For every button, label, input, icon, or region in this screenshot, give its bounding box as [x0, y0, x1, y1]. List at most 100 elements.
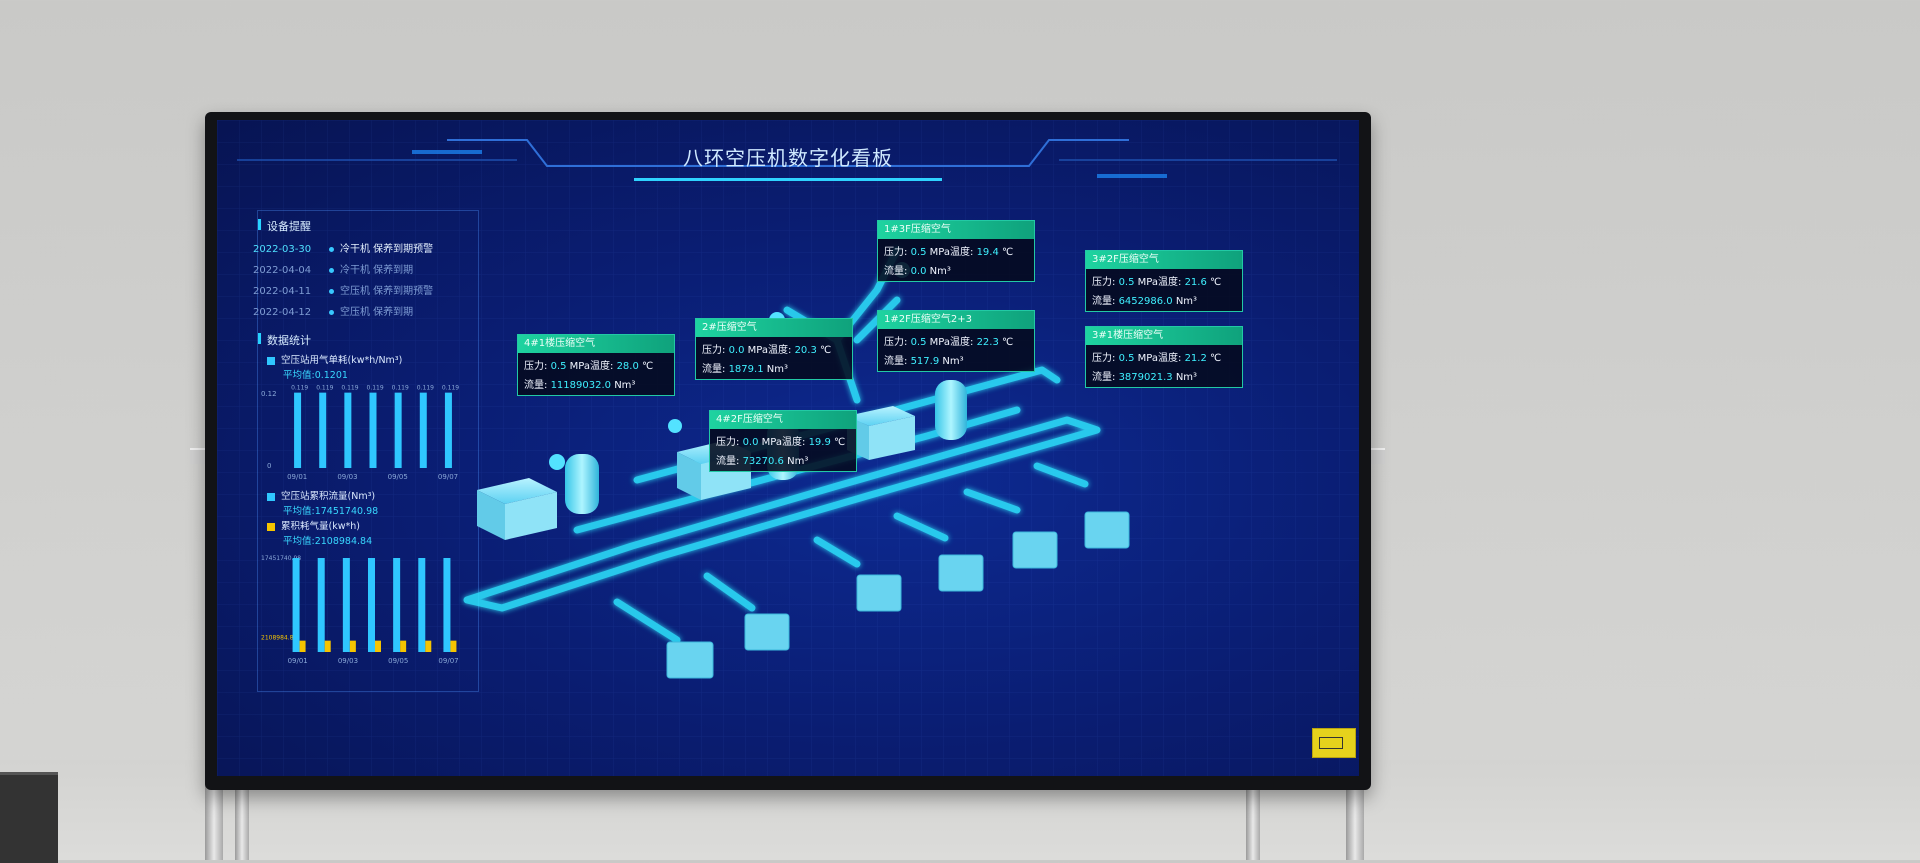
gauge-pressure-temp: 压力: 0.0 MPa温度: 19.9 ℃ [716, 437, 846, 448]
bar [294, 392, 302, 468]
gauge-flow: 流量: 73270.6 Nm³ [716, 456, 809, 467]
data-label: 0.119 [417, 385, 434, 392]
bar [450, 640, 457, 652]
consumption-avg: 平均值:0.1201 [283, 370, 348, 381]
energy-avg: 平均值:2108984.84 [283, 536, 373, 547]
reminder-item[interactable]: 2022-04-12 空压机 保养到期 [253, 303, 413, 318]
data-label: 0.119 [341, 385, 358, 392]
gauge-flow: 流量: 1879.1 Nm³ [702, 364, 788, 375]
gauge-3-1f[interactable]: 3#1楼压缩空气 压力: 0.5 MPa温度: 21.2 ℃ 流量: 38790… [1085, 326, 1243, 388]
consumption-label: 空压站用气单耗(kw*h/Nm³) [267, 352, 402, 366]
x-tick-label: 09/07 [438, 657, 458, 665]
x-tick-label: 09/01 [287, 473, 307, 481]
y-tick-label: 17451740.98 [261, 555, 301, 562]
data-label: 0.119 [392, 385, 409, 392]
dashboard-screen: 八环空压机数字化看板 设备提醒 2022-03-30 冷干机 保养到期预警 202… [217, 120, 1359, 776]
stand-post-right-2 [1246, 780, 1260, 860]
bar [317, 558, 325, 652]
data-label: 0.119 [367, 385, 384, 392]
reminder-date: 2022-04-11 [253, 286, 312, 297]
desk-monitor [0, 772, 58, 863]
bar [425, 640, 432, 652]
reminder-date: 2022-03-30 [253, 244, 312, 255]
bar [368, 558, 375, 652]
bar [418, 558, 426, 652]
bar [393, 558, 401, 652]
gauge-title: 3#2F压缩空气 [1086, 251, 1242, 269]
bar [443, 558, 451, 652]
legend-cyan [267, 492, 275, 501]
reminder-text: 冷干机 保养到期预警 [340, 244, 434, 255]
gauge-title: 1#2F压缩空气2+3 [878, 311, 1034, 329]
dashboard-title: 八环空压机数字化看板 [683, 146, 893, 170]
data-label: 0.119 [316, 385, 333, 392]
flow-label: 空压站累积流量(Nm³) [267, 488, 375, 502]
reminder-text: 空压机 保养到期 [340, 307, 414, 318]
bar [444, 392, 452, 468]
gauge-flow: 流量: 6452986.0 Nm³ [1092, 296, 1198, 307]
reminders-title: 设备提醒 [258, 219, 311, 233]
reminder-item[interactable]: 2022-04-04 冷干机 保养到期 [253, 261, 413, 276]
gauge-1-2f[interactable]: 1#2F压缩空气2+3 压力: 0.5 MPa温度: 22.3 ℃ 流量: 51… [877, 310, 1035, 372]
reminder-date: 2022-04-12 [253, 307, 312, 318]
timeline-dot [329, 267, 334, 273]
x-tick-label: 09/03 [337, 473, 357, 481]
data-label: 0.119 [442, 385, 459, 392]
x-tick-label: 09/01 [288, 657, 308, 665]
gauge-3-2f[interactable]: 3#2F压缩空气 压力: 0.5 MPa温度: 21.6 ℃ 流量: 64529… [1085, 250, 1243, 312]
gauge-4-1f[interactable]: 4#1楼压缩空气 压力: 0.5 MPa温度: 28.0 ℃ 流量: 11189… [517, 334, 675, 396]
bar [349, 640, 356, 652]
gauge-flow: 流量: 11189032.0 Nm³ [524, 380, 636, 391]
gauge-1-3f[interactable]: 1#3F压缩空气 压力: 0.5 MPa温度: 19.4 ℃ 流量: 0.0 N… [877, 220, 1035, 282]
gauge-flow: 流量: 517.9 Nm³ [884, 356, 964, 367]
compressor-unit [847, 406, 915, 460]
y-tick-label: 0.12 [261, 390, 277, 398]
bar [375, 640, 381, 652]
compressor-unit [477, 478, 557, 540]
gauge-pressure-temp: 压力: 0.5 MPa温度: 21.2 ℃ [1092, 353, 1222, 364]
bar [394, 392, 402, 468]
gauge-title: 4#2F压缩空气 [710, 411, 856, 429]
gauge-pressure-temp: 压力: 0.0 MPa温度: 20.3 ℃ [702, 345, 832, 356]
y-tick-label: 0 [267, 462, 271, 470]
gauge-pressure-temp: 压力: 0.5 MPa温度: 28.0 ℃ [524, 361, 654, 372]
reminder-date: 2022-04-04 [253, 265, 312, 276]
x-tick-label: 09/05 [388, 657, 408, 665]
gauge-flow: 流量: 0.0 Nm³ [884, 266, 951, 277]
energy-label: 累积耗气量(kw*h) [267, 518, 360, 532]
x-tick-label: 09/03 [338, 657, 358, 665]
y-tick-label: 2108984.84 [261, 635, 297, 642]
consumption-chart: 0.12 0 0.119 09/01 0.119 0.119 09/03 0.119 0.119… [261, 385, 459, 481]
gauge-title: 4#1楼压缩空气 [518, 335, 674, 353]
bar [419, 392, 427, 468]
flow-avg: 平均值:17451740.98 [283, 506, 379, 517]
reminder-item[interactable]: 2022-04-11 空压机 保养到期预警 [253, 282, 433, 297]
gauge-4-2f[interactable]: 4#2F压缩空气 压力: 0.0 MPa温度: 19.9 ℃ 流量: 73270… [709, 410, 857, 472]
reminder-text: 空压机 保养到期预警 [340, 286, 434, 297]
x-tick-label: 09/07 [438, 473, 458, 481]
gauge-title: 1#3F压缩空气 [878, 221, 1034, 239]
bar [400, 640, 407, 652]
reminder-text: 冷干机 保养到期 [340, 265, 414, 276]
legend-cyan [267, 356, 275, 365]
timeline-dot [329, 246, 334, 252]
reminder-item[interactable]: 2022-03-30 冷干机 保养到期预警 [253, 240, 433, 255]
bar [342, 558, 350, 652]
bar [324, 640, 331, 652]
x-tick-label: 09/05 [388, 473, 408, 481]
header-frame [237, 139, 1337, 181]
gauge-2[interactable]: 2#压缩空气 压力: 0.0 MPa温度: 20.3 ℃ 流量: 1879.1 … [695, 318, 853, 380]
bar [292, 558, 300, 652]
left-panel [257, 210, 479, 692]
energy-label-sticker [1312, 728, 1356, 758]
stats-title: 数据统计 [258, 333, 311, 347]
gauge-pressure-temp: 压力: 0.5 MPa温度: 22.3 ℃ [884, 337, 1014, 348]
gauge-flow: 流量: 3879021.3 Nm³ [1092, 372, 1198, 383]
legend-yellow [267, 522, 275, 531]
tv-display: 八环空压机数字化看板 设备提醒 2022-03-30 冷干机 保养到期预警 202… [205, 112, 1371, 790]
bar [344, 392, 352, 468]
timeline-dot [329, 288, 334, 294]
bar [319, 392, 327, 468]
gauge-pressure-temp: 压力: 0.5 MPa温度: 21.6 ℃ [1092, 277, 1222, 288]
bar [369, 392, 377, 468]
